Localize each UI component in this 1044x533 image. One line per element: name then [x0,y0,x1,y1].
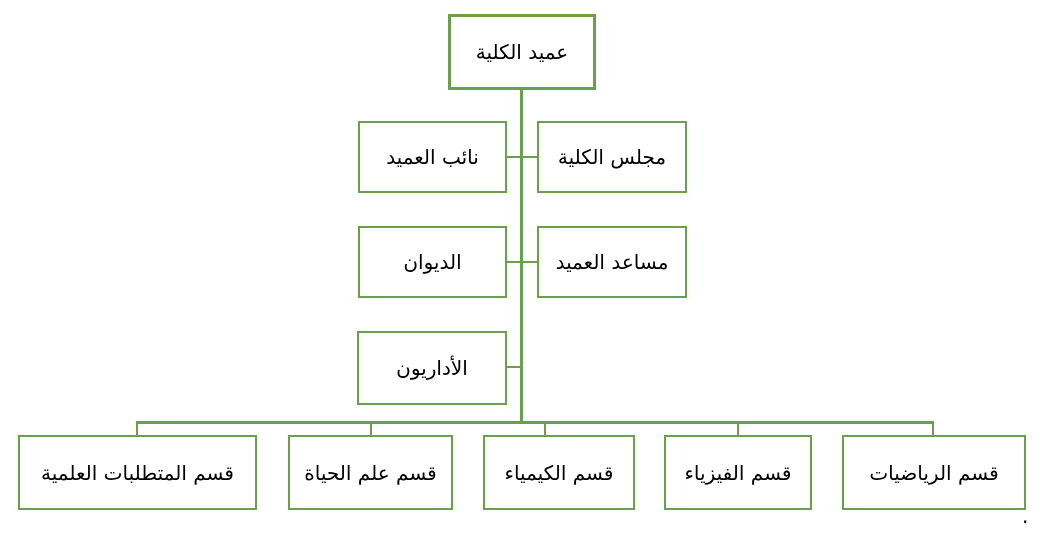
org-node-college-council[interactable]: مجلس الكلية [537,121,687,193]
org-node-dept-physics[interactable]: قسم الفيزياء [664,435,812,510]
connector-administrators [507,366,521,368]
org-node-label: نائب العميد [386,145,479,169]
org-node-label: الديوان [403,250,462,274]
stub-scientific-requirements [136,421,138,436]
org-node-dept-scientific-requirements[interactable]: قسم المتطلبات العلمية [18,435,257,510]
stub-chemistry [544,421,546,436]
stray-period: . [1022,504,1029,528]
org-node-label: قسم المتطلبات العلمية [41,460,234,485]
org-node-dept-chemistry[interactable]: قسم الكيمياء [483,435,635,510]
stub-physics [737,421,739,436]
connector-diwan [507,261,537,263]
org-node-label: قسم الفيزياء [684,460,792,485]
org-node-label: الأداريون [396,356,468,380]
org-node-assistant-dean[interactable]: مساعد العميد [537,226,687,298]
connector-deputy-dean [507,156,537,158]
org-node-label: مساعد العميد [555,250,669,274]
org-node-diwan[interactable]: الديوان [358,226,507,298]
org-node-label: عميد الكلية [475,40,569,64]
org-node-label: قسم الكيمياء [504,460,614,485]
org-node-dean[interactable]: عميد الكلية [448,14,596,90]
org-node-label: قسم علم الحياة [304,460,437,485]
trunk-line [520,90,523,423]
stub-life-science [370,421,372,436]
org-node-administrators[interactable]: الأداريون [357,331,507,405]
stub-mathematics [932,421,934,436]
distributor-line [136,421,934,424]
org-node-deputy-dean[interactable]: نائب العميد [358,121,507,193]
org-node-dept-mathematics[interactable]: قسم الرياضيات [842,435,1026,510]
org-node-label: قسم الرياضيات [869,460,999,485]
org-node-dept-life-science[interactable]: قسم علم الحياة [288,435,453,510]
org-node-label: مجلس الكلية [557,145,667,169]
